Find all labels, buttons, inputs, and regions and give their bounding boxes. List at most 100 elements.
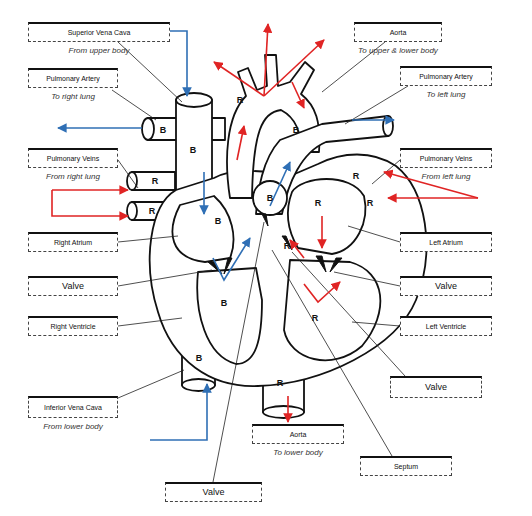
dashed-box: Right Ventricle bbox=[28, 316, 118, 336]
label-box: Inferior Vena CavaFrom lower body bbox=[28, 396, 118, 431]
part-name: Valve bbox=[425, 383, 447, 392]
blood-flow-arrow bbox=[321, 216, 323, 248]
blood-letter: B bbox=[221, 298, 228, 308]
leader-line bbox=[118, 370, 184, 398]
blood-letter: B bbox=[293, 125, 300, 135]
label-box: Aorta To upper & lower body bbox=[354, 22, 442, 55]
blood-flow-arrow bbox=[52, 189, 128, 191]
flow-note: From right lung bbox=[28, 172, 118, 181]
part-name: Pulmonary Veins bbox=[47, 155, 100, 162]
blood-letter: R bbox=[353, 171, 360, 181]
blood-flow-arrow bbox=[304, 282, 340, 302]
blood-flow-arrow bbox=[287, 396, 289, 422]
label-box: Valve bbox=[400, 276, 492, 296]
dashed-box: Septum bbox=[360, 456, 452, 476]
dashed-box: Aorta bbox=[354, 22, 442, 42]
leader-line bbox=[334, 272, 400, 286]
dashed-box: Valve bbox=[400, 276, 492, 296]
vessel-opening bbox=[383, 116, 393, 136]
blood-letter: R bbox=[284, 241, 291, 251]
blood-letter: B bbox=[160, 125, 167, 135]
label-box: Right Atrium bbox=[28, 232, 118, 252]
valve-flap bbox=[224, 258, 232, 274]
vessel-opening bbox=[263, 406, 304, 418]
part-name: Left Atrium bbox=[429, 239, 462, 246]
part-name: Valve bbox=[62, 282, 84, 291]
part-name: Right Atrium bbox=[54, 239, 92, 246]
part-name: Aorta bbox=[390, 29, 407, 36]
label-box: Left Atrium bbox=[400, 232, 492, 252]
leader-line bbox=[118, 270, 212, 286]
vessel-opening bbox=[176, 93, 212, 107]
label-box: Septum bbox=[360, 456, 452, 476]
blood-flow-arrow bbox=[214, 62, 264, 96]
flow-note: To upper & lower body bbox=[354, 46, 442, 55]
dashed-box: Left Atrium bbox=[400, 232, 492, 252]
valve-flap bbox=[316, 256, 326, 272]
label-box: Right Ventricle bbox=[28, 316, 118, 336]
blood-letter: B bbox=[196, 353, 203, 363]
valve-flap bbox=[282, 236, 292, 250]
pulmonary-valve-ring bbox=[253, 181, 287, 215]
label-box: Pulmonary ArteryTo left lung bbox=[400, 66, 492, 99]
blood-letter: B bbox=[215, 216, 222, 226]
vessel-opening bbox=[182, 379, 215, 391]
leader-line bbox=[112, 90, 156, 120]
leader-line bbox=[345, 86, 408, 124]
blood-flow-arrow bbox=[213, 238, 250, 280]
part-name: Pulmonary Artery bbox=[46, 75, 100, 82]
blood-letter: R bbox=[367, 198, 374, 208]
flow-note: From left lung bbox=[400, 172, 492, 181]
blood-flow-arrow bbox=[170, 31, 187, 96]
label-box: Pulmonary VeinsFrom right lung bbox=[28, 148, 118, 181]
leader-line bbox=[118, 236, 178, 242]
label-box: Left Ventricle bbox=[400, 316, 492, 336]
dashed-box: Pulmonary Artery bbox=[400, 66, 492, 86]
dashed-box: Pulmonary Veins bbox=[400, 148, 492, 168]
blood-flow-arrow bbox=[58, 127, 142, 129]
flow-note: From lower body bbox=[28, 422, 118, 431]
leader-line bbox=[118, 160, 138, 188]
blood-letter: R bbox=[237, 95, 244, 105]
blood-letter: B bbox=[190, 145, 197, 155]
blood-letter: R bbox=[149, 206, 156, 216]
dashed-box: Valve bbox=[390, 376, 482, 398]
blood-letter: R bbox=[312, 313, 319, 323]
flow-note: From upper body bbox=[28, 46, 170, 55]
part-name: Aorta bbox=[290, 431, 307, 438]
vein-stub bbox=[132, 172, 175, 190]
blood-flow-arrow bbox=[264, 24, 268, 96]
blood-flow-arrow bbox=[290, 240, 304, 258]
blood-letter: R bbox=[315, 198, 322, 208]
blood-flow-arrow bbox=[203, 172, 205, 214]
leader-line bbox=[348, 226, 400, 242]
blood-flow-arrow bbox=[52, 190, 128, 216]
blood-flow-arrow bbox=[292, 82, 304, 108]
blood-flow-arrow bbox=[150, 384, 207, 440]
vein-opening bbox=[127, 202, 137, 220]
part-name: Left Ventricle bbox=[426, 323, 466, 330]
valve-flap bbox=[262, 214, 268, 226]
part-name: Pulmonary Artery bbox=[419, 73, 473, 80]
dashed-box: Superior Vena Cava bbox=[28, 22, 170, 42]
left-atrium bbox=[288, 179, 365, 254]
part-name: Inferior Vena Cava bbox=[44, 404, 102, 411]
label-box: Aorta To lower body bbox=[252, 424, 344, 457]
vessel-opening bbox=[142, 118, 154, 140]
label-box: Valve bbox=[28, 276, 118, 296]
part-name: Right Ventricle bbox=[50, 323, 95, 330]
flow-note: To right lung bbox=[28, 92, 118, 101]
blood-flow-arrow bbox=[388, 197, 478, 199]
label-box: Pulmonary Artery To right lung bbox=[28, 68, 118, 101]
dashed-box: Right Atrium bbox=[28, 232, 118, 252]
blood-letter: B bbox=[267, 193, 274, 203]
part-name: Valve bbox=[203, 488, 225, 497]
label-box: Valve bbox=[165, 482, 262, 502]
blood-letter: R bbox=[277, 378, 284, 388]
right-atrium bbox=[172, 196, 233, 262]
dashed-box: Left Ventricle bbox=[400, 316, 492, 336]
dashed-box: Inferior Vena Cava bbox=[28, 396, 118, 418]
flow-note: To lower body bbox=[252, 448, 344, 457]
